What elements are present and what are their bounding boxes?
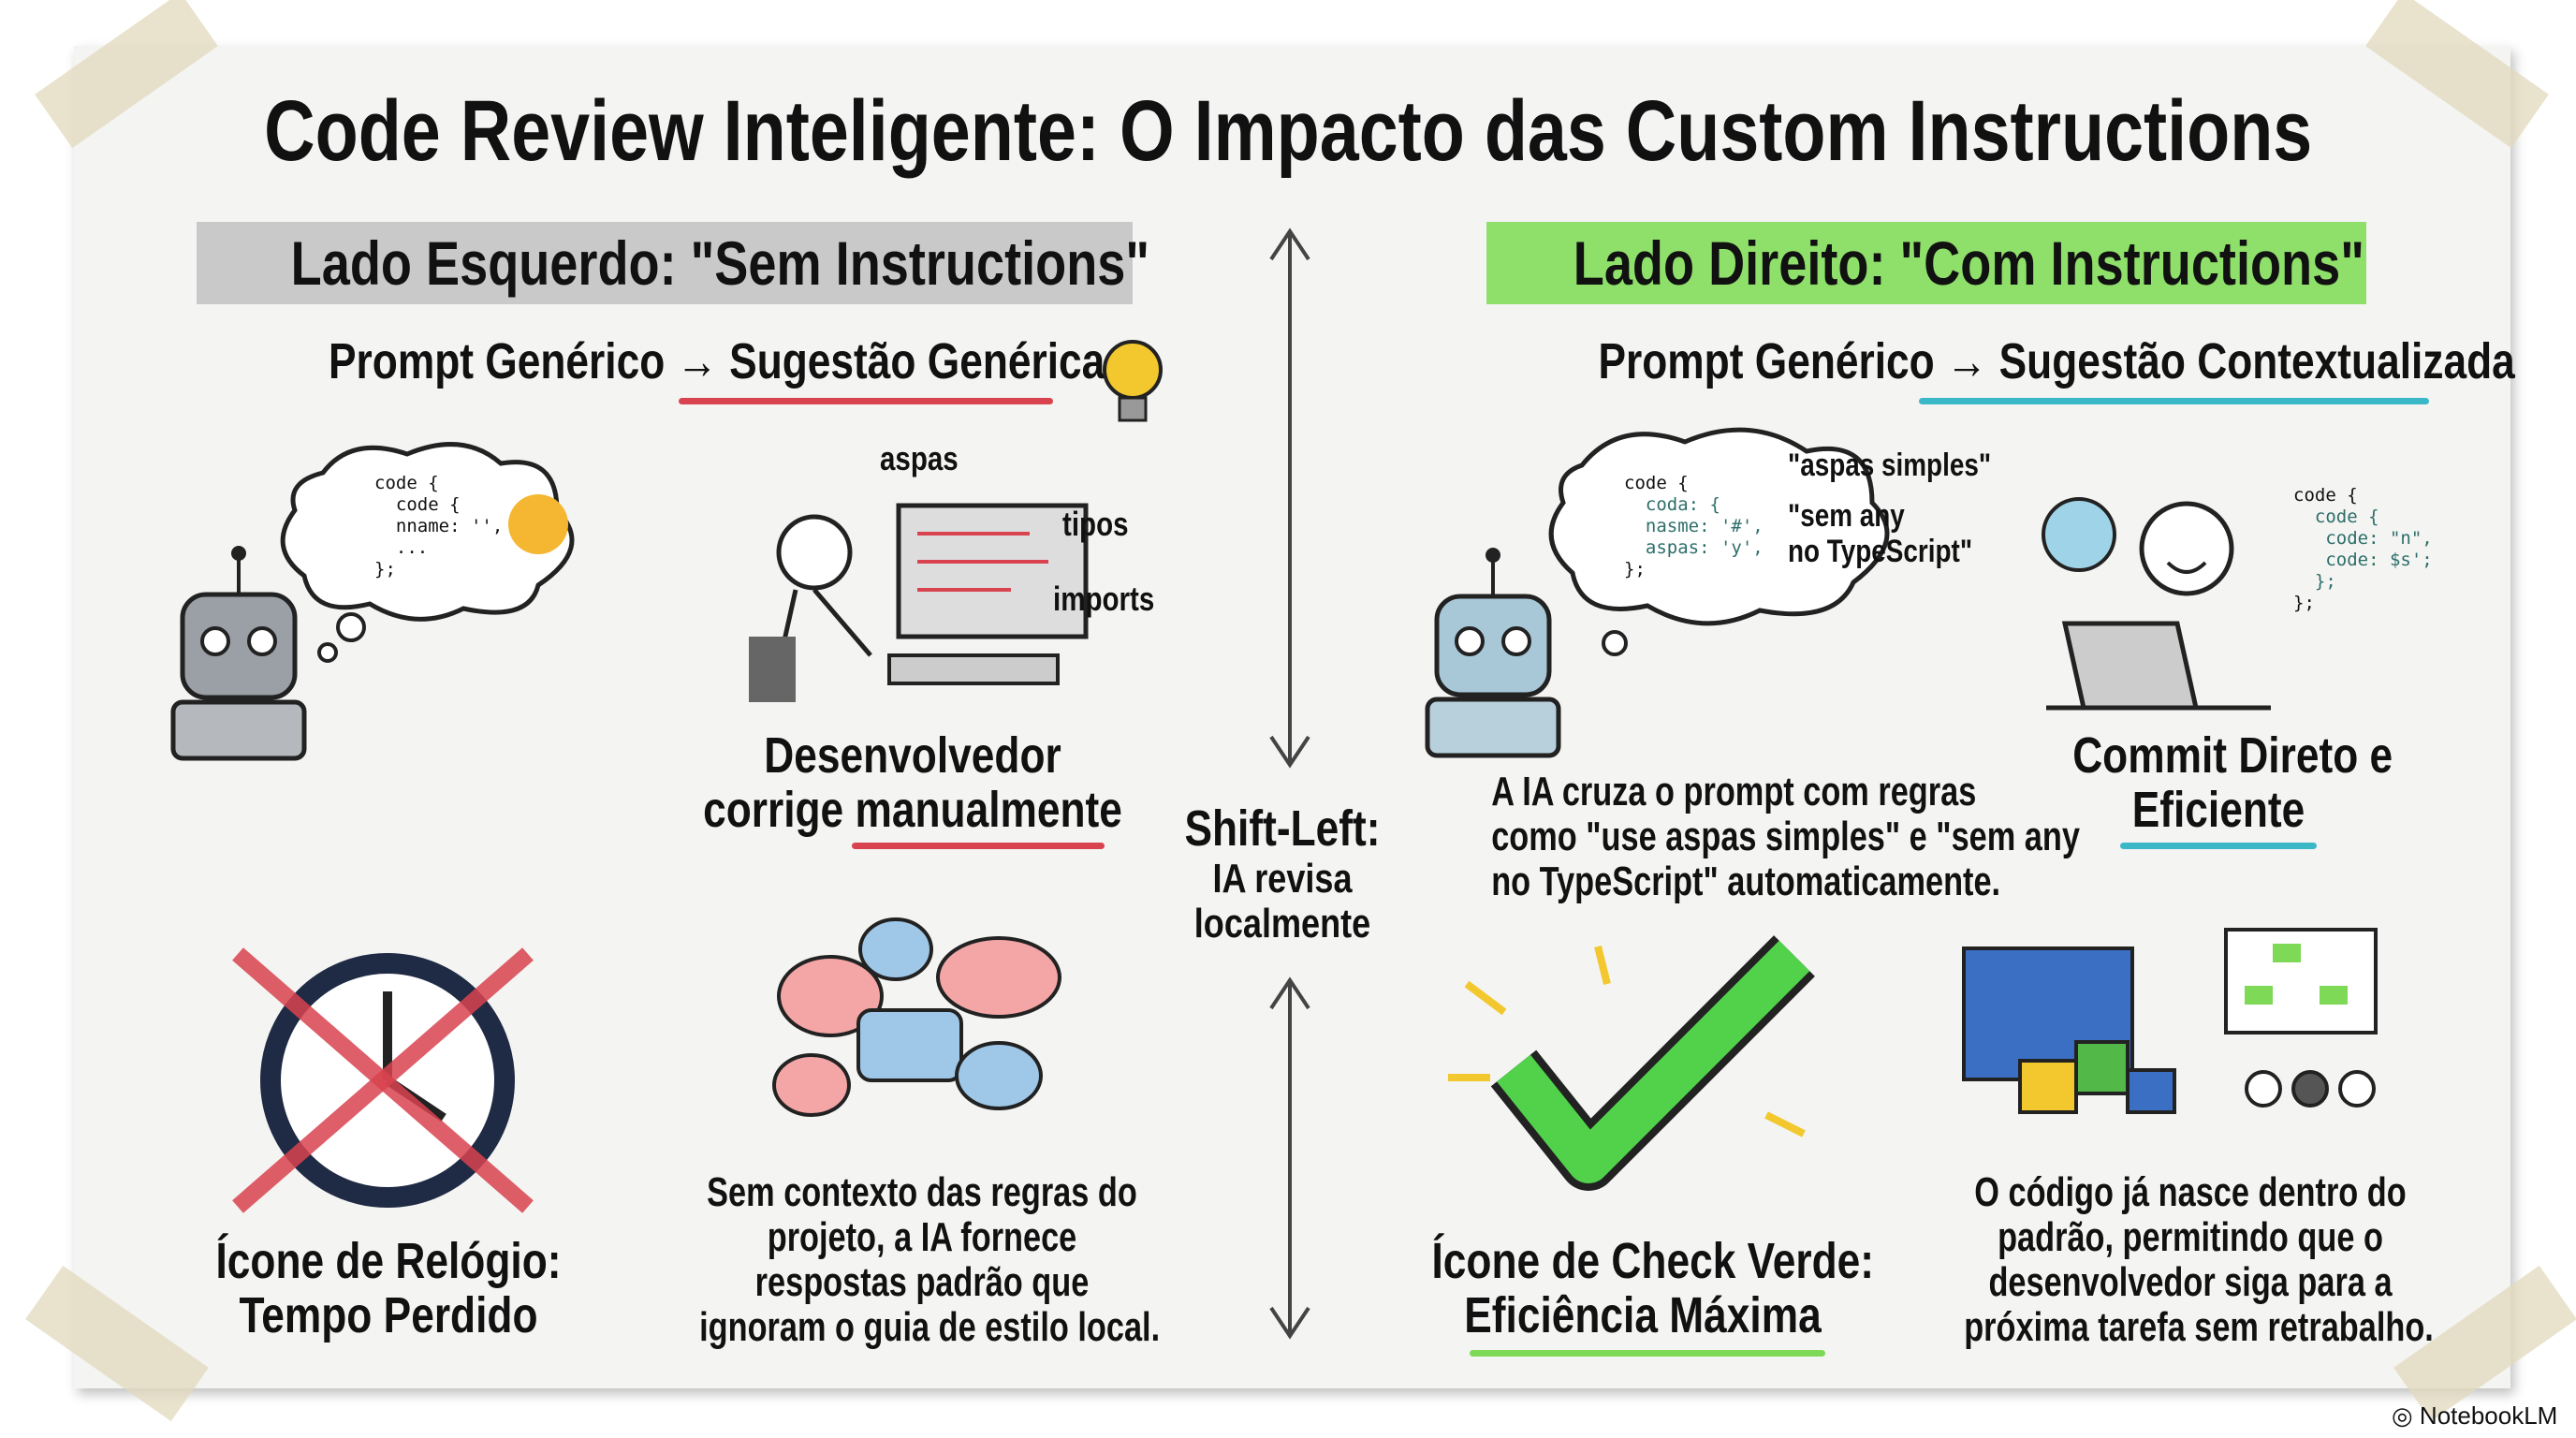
crossed-clock-icon (232, 947, 534, 1213)
divider-arrows (1269, 227, 1310, 1340)
confused-chat-bubbles-illustration (772, 917, 1061, 1117)
clock-caption: Ícone de Relógio:Tempo Perdido (215, 1233, 562, 1343)
notebooklm-icon: ◎ (2392, 1401, 2420, 1430)
robot-contextual-illustration (1425, 427, 1890, 758)
underline (1470, 1350, 1825, 1357)
notebooklm-logo: ◎ NotebookLM (2392, 1401, 2558, 1430)
commit-code-snippet: code { code { code: "n", code: $s'; };}; (2293, 485, 2433, 613)
robot-code-snippet: code { code { nname: '', ...}; (374, 473, 504, 580)
label-imports: imports (1053, 580, 1155, 618)
underline (852, 843, 1105, 849)
label-tipos: tipos (1062, 505, 1129, 543)
check-caption: Ícone de Check Verde:Eficiência Máxima (1431, 1233, 1875, 1343)
left-flow: Prompt Genérico → Sugestão Genérica (329, 333, 1105, 389)
right-flow: Prompt Genérico → Sugestão Contextualiza… (1598, 333, 2515, 389)
green-check-icon (1448, 935, 1815, 1191)
contextual-code-snippet: code { coda: { nasme: '#', aspas: 'y',}; (1624, 473, 1764, 580)
page-title: Code Review Inteligente: O Impacto das C… (263, 83, 2313, 179)
label-aspas: aspas (880, 439, 959, 477)
blueprint-team-illustration (1962, 928, 2378, 1114)
underline (1919, 398, 2429, 404)
underline (679, 398, 1053, 404)
happy-developer-laptop-illustration (2042, 497, 2271, 711)
robot-thinking-illustration (170, 442, 575, 761)
lightbulb-icon (1103, 340, 1163, 422)
underline (2120, 843, 2317, 849)
left-header: Lado Esquerdo: "Sem Instructions" (197, 222, 1149, 304)
right-header: Lado Direito: "Com Instructions" (1486, 222, 2366, 304)
developer-illustration (749, 503, 1089, 702)
